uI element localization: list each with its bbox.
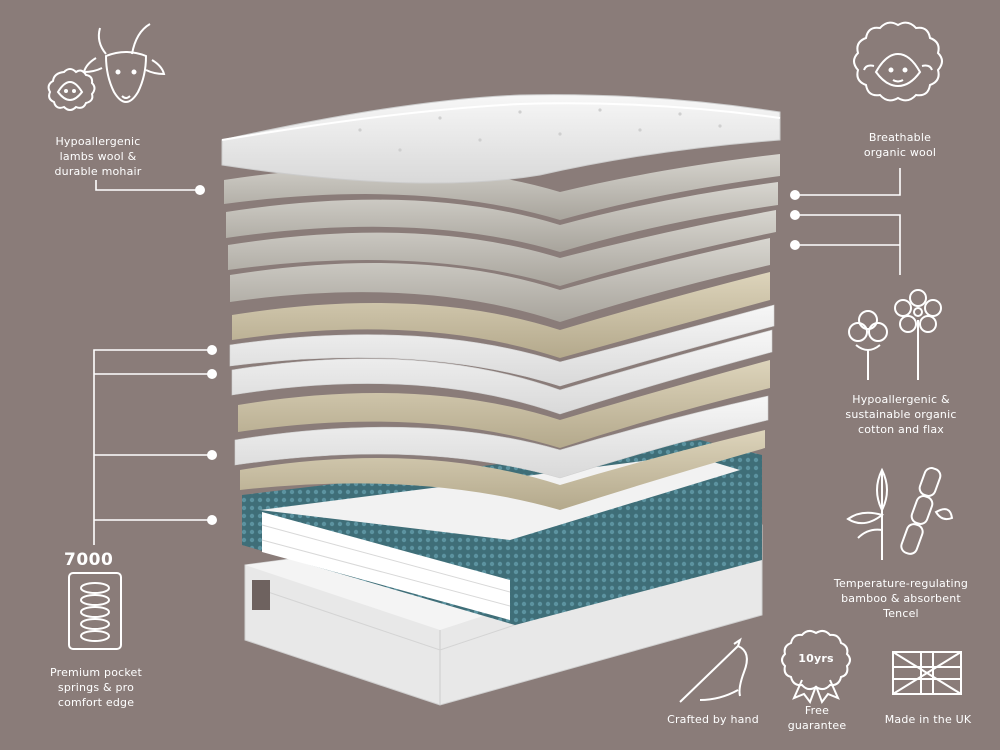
goat-icon bbox=[82, 23, 166, 104]
sheep-badge-icon bbox=[853, 21, 943, 102]
label-pocket-springs: Premium pocket springs & pro comfort edg… bbox=[49, 666, 143, 709]
badge-free-guarantee: Free guarantee bbox=[787, 704, 847, 732]
callout-lines bbox=[93, 168, 901, 545]
badge-crafted-by-hand: Crafted by hand bbox=[667, 713, 759, 726]
sheep-icon bbox=[47, 68, 96, 111]
cotton-flower-icon bbox=[848, 289, 942, 380]
label-bamboo-tencel: Temperature-regulating bamboo & absorben… bbox=[833, 577, 969, 620]
needle-thread-icon bbox=[679, 637, 748, 703]
spring-icon bbox=[68, 572, 122, 650]
callout-dots bbox=[195, 185, 800, 525]
label-cotton-flax: Hypoallergenic & sustainable organic cot… bbox=[845, 393, 957, 436]
label-organic-wool: Breathable organic wool bbox=[863, 131, 937, 159]
quilted-topper bbox=[221, 94, 781, 184]
comfort-layers bbox=[224, 154, 780, 510]
rosette-icon bbox=[781, 629, 851, 705]
badge-guarantee-years: 10yrs bbox=[798, 652, 834, 665]
label-lambs-wool-mohair: Hypoallergenic lambs wool & durable moha… bbox=[54, 135, 142, 178]
bamboo-icon bbox=[846, 467, 954, 560]
badge-made-in-uk: Made in the UK bbox=[884, 713, 972, 726]
union-flag-icon bbox=[892, 651, 962, 695]
springs-count: 7000 bbox=[64, 550, 114, 570]
